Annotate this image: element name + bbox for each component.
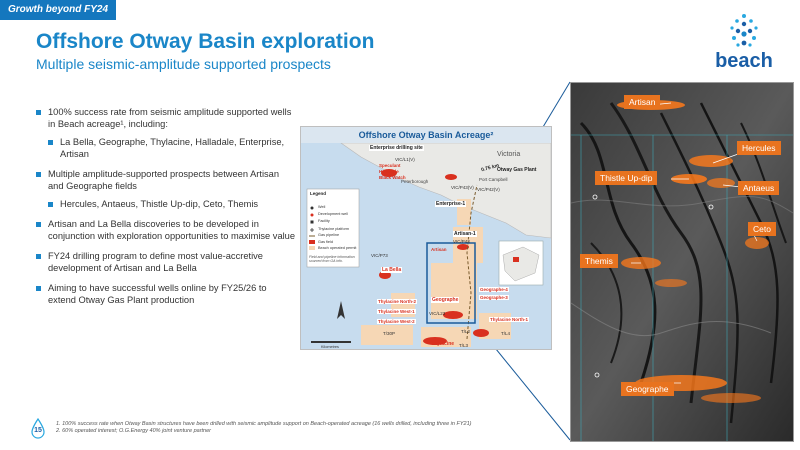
legend-title: Legend xyxy=(310,191,327,196)
map-label-field: Black Watch xyxy=(379,175,406,180)
legend-item: Beach operated permit xyxy=(318,246,357,250)
bullet-list: 100% success rate from seismic amplitude… xyxy=(36,106,296,314)
legend-item: Gas field xyxy=(318,240,333,244)
map-label-field: Thylacine xyxy=(431,341,455,347)
drop-logo-icon xyxy=(730,14,758,47)
bullet-item: Artisan and La Bella discoveries to be d… xyxy=(36,218,296,242)
map-label-field: Thylacine North-2 xyxy=(377,299,418,304)
legend-note: Field and pipeline information sourced f… xyxy=(309,255,355,263)
sub-bullet-item: La Bella, Geographe, Thylacine, Halladal… xyxy=(48,136,296,160)
legend-item: Gas pipeline xyxy=(318,233,340,237)
legend-item: Well xyxy=(318,205,326,209)
map-label-field: Enterprise-1 xyxy=(435,201,467,207)
map-label-permit: T/L2 xyxy=(461,329,471,334)
map-title: Offshore Otway Basin Acreage² xyxy=(301,127,551,143)
seismic-label-geographe: Geographe xyxy=(621,382,674,396)
map-label-gas-plant: Otway Gas Plant xyxy=(497,167,537,173)
map-label-field: Thylacine West-1 xyxy=(377,309,416,314)
map-label-field: La Bella xyxy=(381,267,403,273)
map-label-permit: T/30P xyxy=(383,331,396,336)
map-label-permit: T/L3 xyxy=(459,343,469,348)
map-label-permit: VIC/P42(V) xyxy=(477,187,500,192)
legend-item: Thylacine platform xyxy=(318,227,350,231)
seismic-label-antaeus: Antaeus xyxy=(738,181,780,195)
map-label-field: Artisan xyxy=(431,247,447,252)
map-label-field: Artisan-1 xyxy=(453,231,477,237)
map-label-permit: VIC/L23 xyxy=(429,311,446,316)
page-number: 15 xyxy=(34,427,42,434)
map-label-permit: VIC/P43(V) xyxy=(451,185,474,190)
map-label-field: Geographe-3 xyxy=(479,295,509,300)
scale-label: Kilometres xyxy=(321,345,339,349)
footnote-2: 2. 60% operated interest; O.G.Energy 40%… xyxy=(56,428,212,434)
map-label-enterprise-site: Enterprise drilling site xyxy=(369,145,424,151)
map-label-field: Speculant xyxy=(379,163,401,168)
map-label-field: Thylacine North-1 xyxy=(489,317,530,322)
map-label-field: Thylacine West-2 xyxy=(377,319,416,324)
section-tag: Growth beyond FY24 xyxy=(0,0,116,20)
map-label-field: Geographe xyxy=(431,297,460,303)
seismic-label-thistle-up-dip: Thistle Up-dip xyxy=(595,171,658,185)
map-label-field: Halladale xyxy=(379,169,399,174)
beach-logo: beach xyxy=(704,12,784,72)
map-label-port-campbell: Port Campbell xyxy=(479,177,508,182)
map-label-field: Geographe-4 xyxy=(479,287,509,292)
page-drop-icon xyxy=(31,418,45,439)
map-label-permit: VIC/P73 xyxy=(371,253,388,258)
seismic-label-ceto: Ceto xyxy=(748,222,776,236)
bullet-item: 100% success rate from seismic amplitude… xyxy=(36,106,296,160)
map-label-permit: VIC/P43 xyxy=(453,239,470,244)
sub-bullet-item: Hercules, Antaeus, Thistle Up-dip, Ceto,… xyxy=(48,198,296,210)
seismic-label-hercules: Hercules xyxy=(737,141,781,155)
page-subtitle: Multiple seismic-amplitude supported pro… xyxy=(36,56,331,72)
seismic-label-artisan: Artisan xyxy=(624,95,661,109)
map-label-peterborough: Peterborough xyxy=(401,179,429,184)
logo-wordmark: beach xyxy=(715,50,773,72)
legend-item: Development well xyxy=(318,212,348,216)
map-graphic xyxy=(301,143,551,349)
page-title: Offshore Otway Basin exploration xyxy=(36,30,375,53)
acreage-map: Offshore Otway Basin Acreage² xyxy=(300,126,552,350)
map-label-state: Victoria xyxy=(497,151,521,158)
map-label-permit: T/L4 xyxy=(501,331,511,336)
bullet-item: Multiple amplitude-supported prospects b… xyxy=(36,168,296,210)
map-label-permit: VIC/L1(V) xyxy=(395,157,415,162)
seismic-label-themis: Themis xyxy=(580,254,618,268)
bullet-item: Aiming to have successful wells online b… xyxy=(36,282,296,306)
footnote-1: 1. 100% success rate when Otway Basin st… xyxy=(56,421,472,427)
bullet-item: FY24 drilling program to define most val… xyxy=(36,250,296,274)
seismic-amplitude-panel xyxy=(570,82,794,442)
footnotes: 1. 100% success rate when Otway Basin st… xyxy=(56,421,471,435)
legend-item: Facility xyxy=(318,219,330,223)
